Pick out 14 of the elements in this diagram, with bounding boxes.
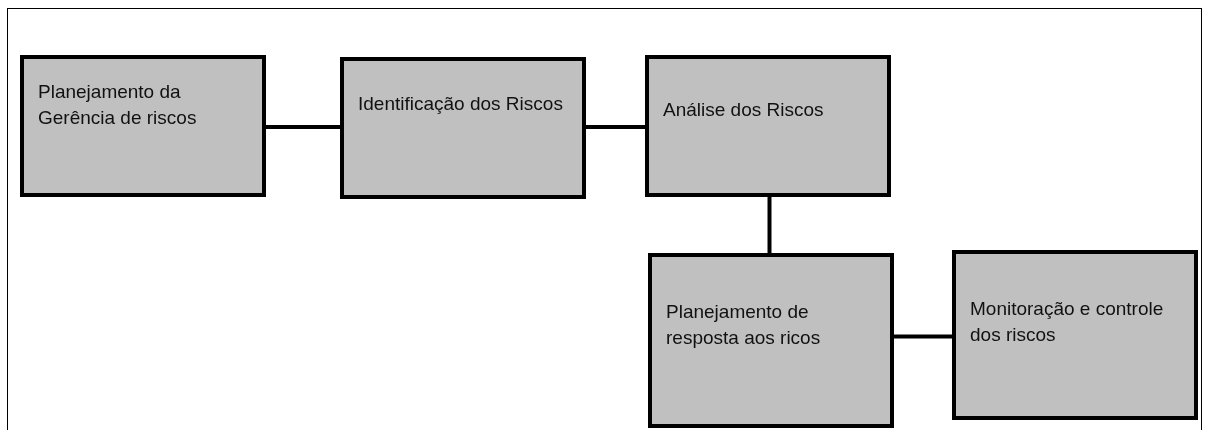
process-box xyxy=(648,253,894,428)
connector-line xyxy=(894,334,952,339)
connector-line xyxy=(586,125,645,129)
process-box xyxy=(20,55,266,197)
box-label: Planejamento de resposta aos ricos xyxy=(666,300,822,350)
process-box xyxy=(340,57,586,199)
connector-line xyxy=(266,125,340,129)
box-label: Análise dos Riscos xyxy=(663,98,825,122)
connector-line xyxy=(767,197,772,253)
process-box xyxy=(645,55,891,197)
box-label: Identificação dos Riscos xyxy=(358,92,564,116)
box-label: Planejamento da Gerência de riscos xyxy=(38,80,198,130)
box-label: Monitoração e controle dos riscos xyxy=(970,297,1165,347)
process-box xyxy=(952,250,1198,420)
